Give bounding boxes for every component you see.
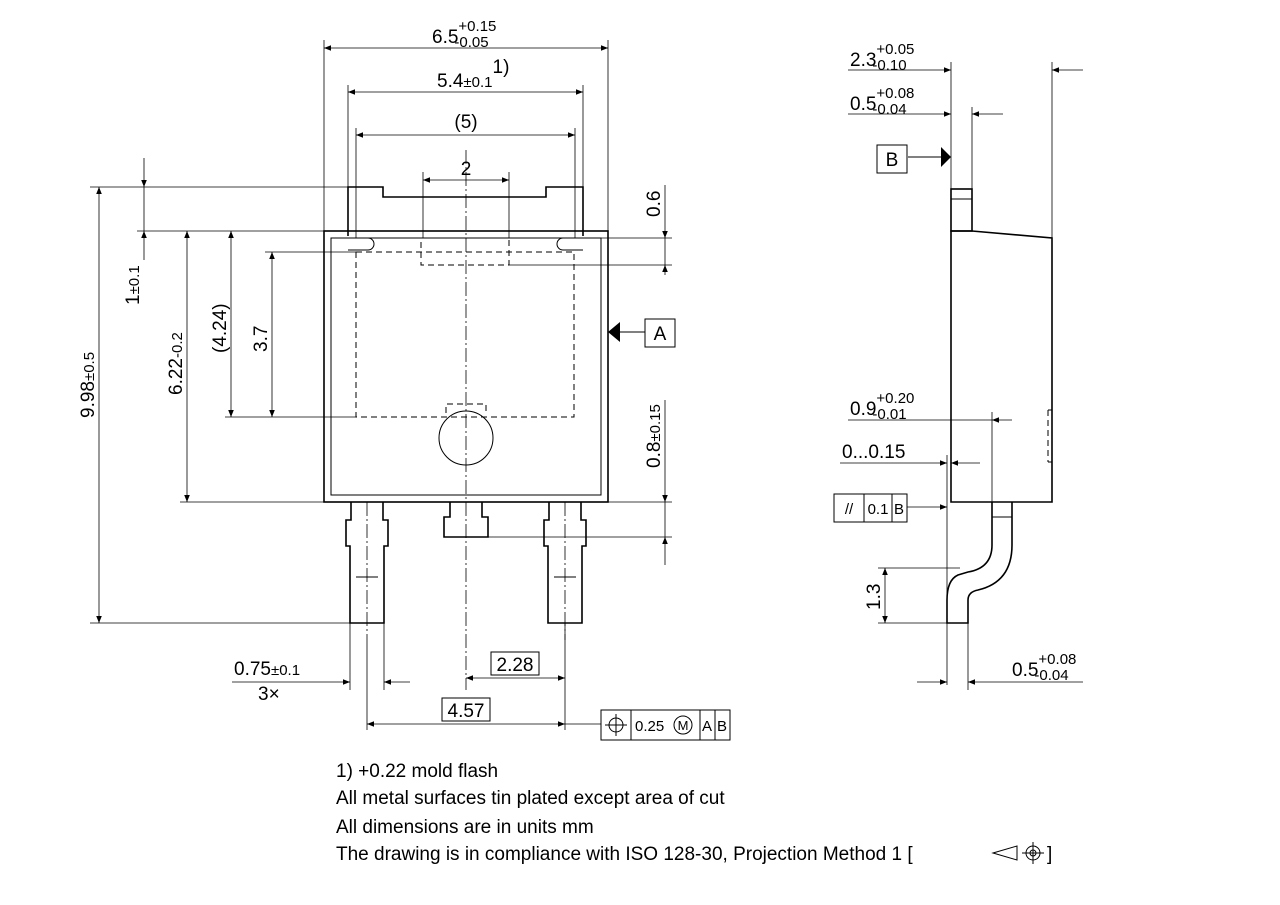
position-tol-value: 0.25 bbox=[635, 718, 664, 735]
position-datum-1: A bbox=[702, 718, 712, 735]
notch-right bbox=[556, 237, 583, 251]
dim-lead-stub: 0.8±0.15 bbox=[644, 404, 665, 468]
dim-pitch-basic: 2.28 bbox=[497, 655, 534, 676]
position-tolerance-frame: 0.25 M A B bbox=[600, 709, 731, 741]
dim-tab-height: 1±0.1 bbox=[123, 265, 144, 305]
parallelism-frame: // 0.1 B bbox=[833, 493, 908, 523]
basic-box-4-57 bbox=[441, 697, 491, 722]
mmc-modifier: M bbox=[678, 718, 689, 733]
dim-lead-count: 3× bbox=[258, 684, 280, 705]
side-lead bbox=[946, 502, 1013, 624]
notch-left bbox=[348, 237, 375, 251]
side-view: B 2.3+0.05-0.10 0.5+0.08-0.04 0.9+0.20-0… bbox=[833, 41, 1083, 690]
side-body bbox=[950, 230, 1053, 503]
projection-method-icon bbox=[991, 842, 1044, 864]
basic-box-2-28 bbox=[490, 651, 540, 676]
dim-tab-offset: 0.6 bbox=[644, 191, 665, 217]
dim-lead-length: 1.3 bbox=[864, 584, 885, 610]
datum-a-triangle bbox=[608, 322, 620, 342]
datum-a-label: A bbox=[654, 324, 667, 345]
lead-left bbox=[345, 502, 389, 640]
dim-tab-width: 5.4±0.11) bbox=[437, 57, 509, 92]
top-tab-outline bbox=[347, 186, 584, 236]
dim-thickness: 2.3+0.05-0.10 bbox=[850, 41, 914, 74]
notch-hidden bbox=[420, 237, 510, 266]
front-view: A 6.5+0.15-0.05 5.4±0.11) (5) 2 9.98±0.5 bbox=[78, 18, 731, 741]
note-2: All metal surfaces tin plated except are… bbox=[336, 788, 725, 809]
parallelism-icon: // bbox=[845, 501, 854, 518]
dim-width-total: 6.5+0.15-0.05 bbox=[432, 18, 496, 51]
datum-b-label: B bbox=[886, 150, 899, 171]
note-1: 1) +0.22 mold flash bbox=[336, 761, 498, 782]
dim-inner-width: (5) bbox=[454, 112, 477, 133]
dim-body-height: 6.22-0.2 bbox=[166, 332, 187, 395]
mmc-circle-icon bbox=[673, 715, 693, 735]
notes: 1) +0.22 mold flash All metal surfaces t… bbox=[336, 761, 1052, 865]
note-3: All dimensions are in units mm bbox=[336, 817, 594, 838]
parallelism-datum: B bbox=[894, 501, 904, 518]
heat-slug-hidden bbox=[355, 251, 575, 418]
note-4-end: ] bbox=[1047, 844, 1052, 865]
pin-hidden-bracket bbox=[445, 403, 487, 413]
dim-notch-width: 2 bbox=[461, 159, 472, 180]
dim-height-total: 9.98±0.5 bbox=[78, 352, 99, 418]
dim-lead-width: 0.75±0.1 bbox=[234, 659, 300, 680]
datum-b-triangle bbox=[941, 147, 951, 167]
dim-standoff: 0...0.15 bbox=[842, 442, 905, 463]
note-4: The drawing is in compliance with ISO 12… bbox=[336, 844, 913, 865]
side-tab bbox=[950, 188, 973, 232]
position-datum-2: B bbox=[717, 718, 727, 735]
dim-pitch-double: 4.57 bbox=[448, 701, 485, 722]
dim-lead-offset: 0.9+0.20-0.01 bbox=[850, 390, 914, 423]
dim-lead-thickness: 0.5+0.08-0.04 bbox=[1012, 651, 1076, 684]
dim-pad-height: (4.24) bbox=[210, 303, 231, 353]
dim-pad-depth: 3.7 bbox=[251, 326, 272, 352]
datum-b-box bbox=[876, 144, 908, 174]
lead-center bbox=[443, 502, 489, 538]
parallelism-value: 0.1 bbox=[868, 501, 889, 518]
datum-a-box bbox=[644, 318, 676, 348]
lead-right bbox=[543, 502, 587, 640]
dim-tab-thickness: 0.5+0.08-0.04 bbox=[850, 85, 914, 118]
